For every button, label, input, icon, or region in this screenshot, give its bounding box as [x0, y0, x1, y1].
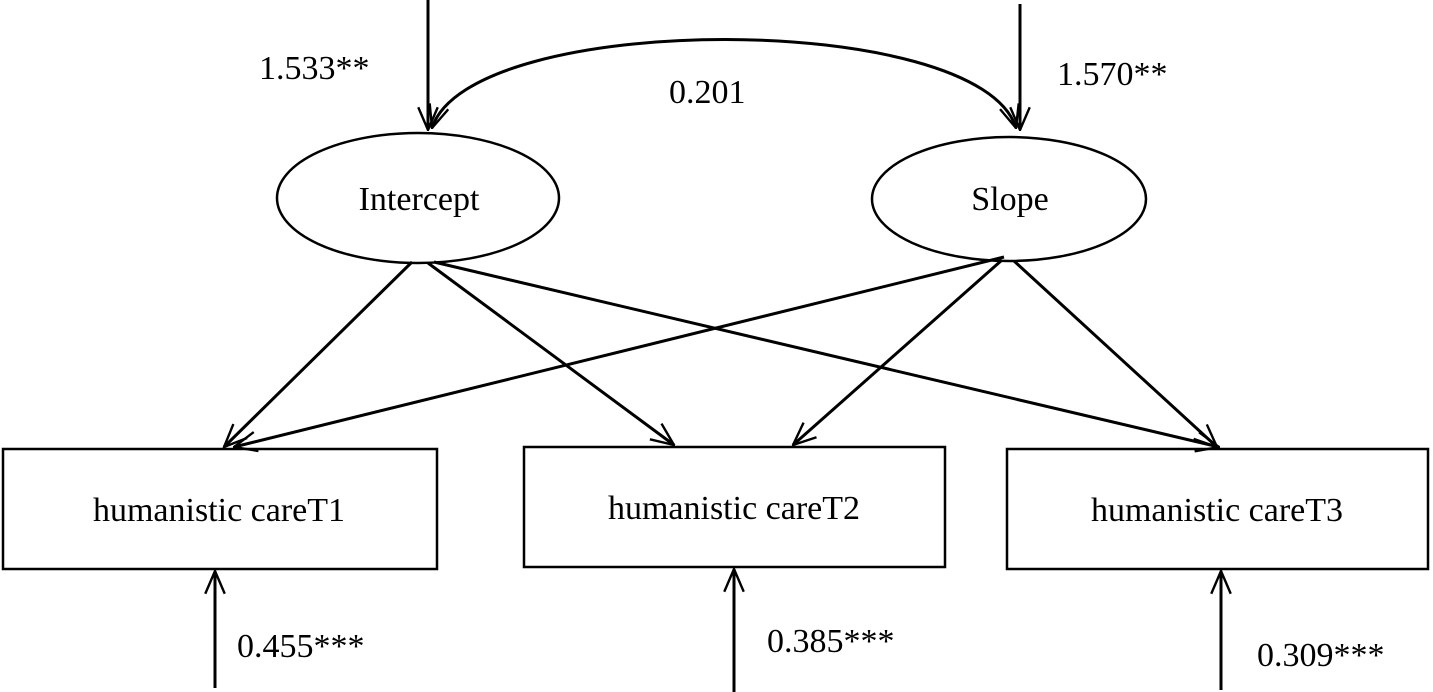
t2-residual-label: 0.385*** — [767, 623, 895, 660]
intercept-node — [275, 131, 561, 265]
slope-label: Slope — [971, 181, 1048, 218]
humanistic-care-t1-label: humanistic careT1 — [93, 492, 345, 529]
intercept-to-t1-path — [224, 260, 414, 447]
intercept-to-t2-path — [427, 261, 674, 445]
humanistic-care-t2-label: humanistic careT2 — [608, 490, 860, 527]
slope-to-t2-path — [793, 258, 1003, 445]
slope-to-t3-path — [1012, 259, 1217, 447]
humanistic-care-t3-label: humanistic careT3 — [1091, 492, 1343, 529]
t1-residual-label: 0.455*** — [237, 628, 365, 665]
intercept-to-t3-path — [433, 260, 1219, 447]
slope-variance-label: 1.570** — [1057, 56, 1168, 93]
slope-to-t1-path — [234, 255, 1005, 447]
covariance-label: 0.201 — [669, 74, 746, 111]
humanistic-care-t1-node — [1, 447, 439, 571]
t3-residual-label: 0.309*** — [1257, 637, 1385, 674]
intercept-label: Intercept — [359, 181, 480, 218]
humanistic-care-t2-node — [522, 445, 947, 569]
humanistic-care-t3-node — [1005, 447, 1430, 571]
covariance-arc — [432, 38, 1016, 129]
slope-node — [870, 135, 1148, 263]
intercept-variance-label: 1.533** — [259, 50, 370, 87]
